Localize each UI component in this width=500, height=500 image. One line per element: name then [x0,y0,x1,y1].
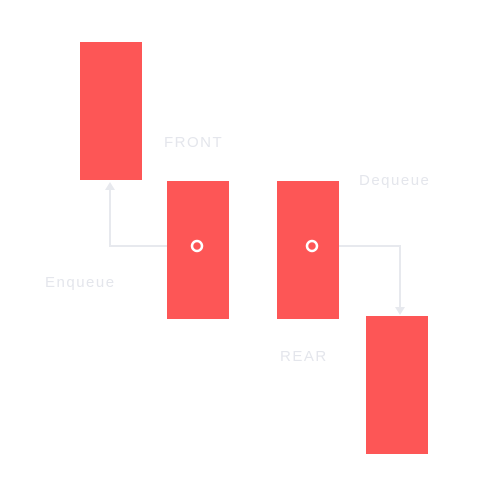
dequeue-label: Dequeue [359,172,431,189]
dequeued-element-block [366,316,428,454]
enqueue-label: Enqueue [45,274,116,291]
rear-node-circle [305,239,319,253]
rear-label: REAR [280,348,328,365]
enqueued-element-block [80,42,142,180]
front-node-circle [190,239,204,253]
dequeue-arrow-head [395,307,405,315]
enqueue-arrow-head [105,182,115,190]
dequeue-connector [312,245,405,315]
dequeue-connector-line [312,245,401,309]
front-label: FRONT [164,134,224,151]
